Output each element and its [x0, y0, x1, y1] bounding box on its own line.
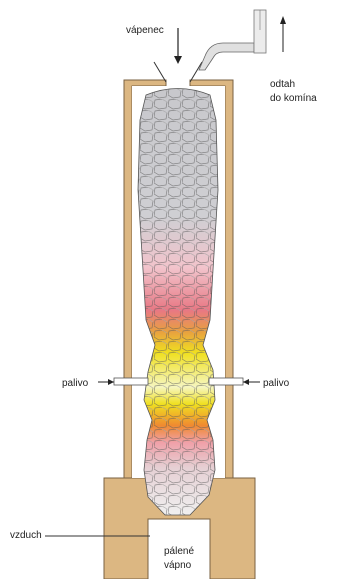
- limestone-inlet-arrow: [174, 28, 182, 64]
- fuel-label-right: palivo: [263, 378, 290, 389]
- exhaust-arrow: [280, 16, 286, 52]
- fuel-label-left: palivo: [62, 378, 89, 389]
- limestone-label: vápenec: [126, 25, 164, 36]
- feed-hopper: [154, 62, 202, 82]
- exhaust-label-line1: odtah: [270, 79, 295, 90]
- product-label-line1: pálené: [164, 546, 194, 557]
- fuel-pipe-left: [98, 378, 148, 385]
- exhaust-label-line2: do komína: [270, 93, 317, 104]
- product-label-line2: vápno: [164, 560, 192, 571]
- air-label: vzduch: [10, 530, 42, 541]
- fuel-pipe-right: [209, 378, 260, 385]
- exhaust-duct: [199, 10, 266, 70]
